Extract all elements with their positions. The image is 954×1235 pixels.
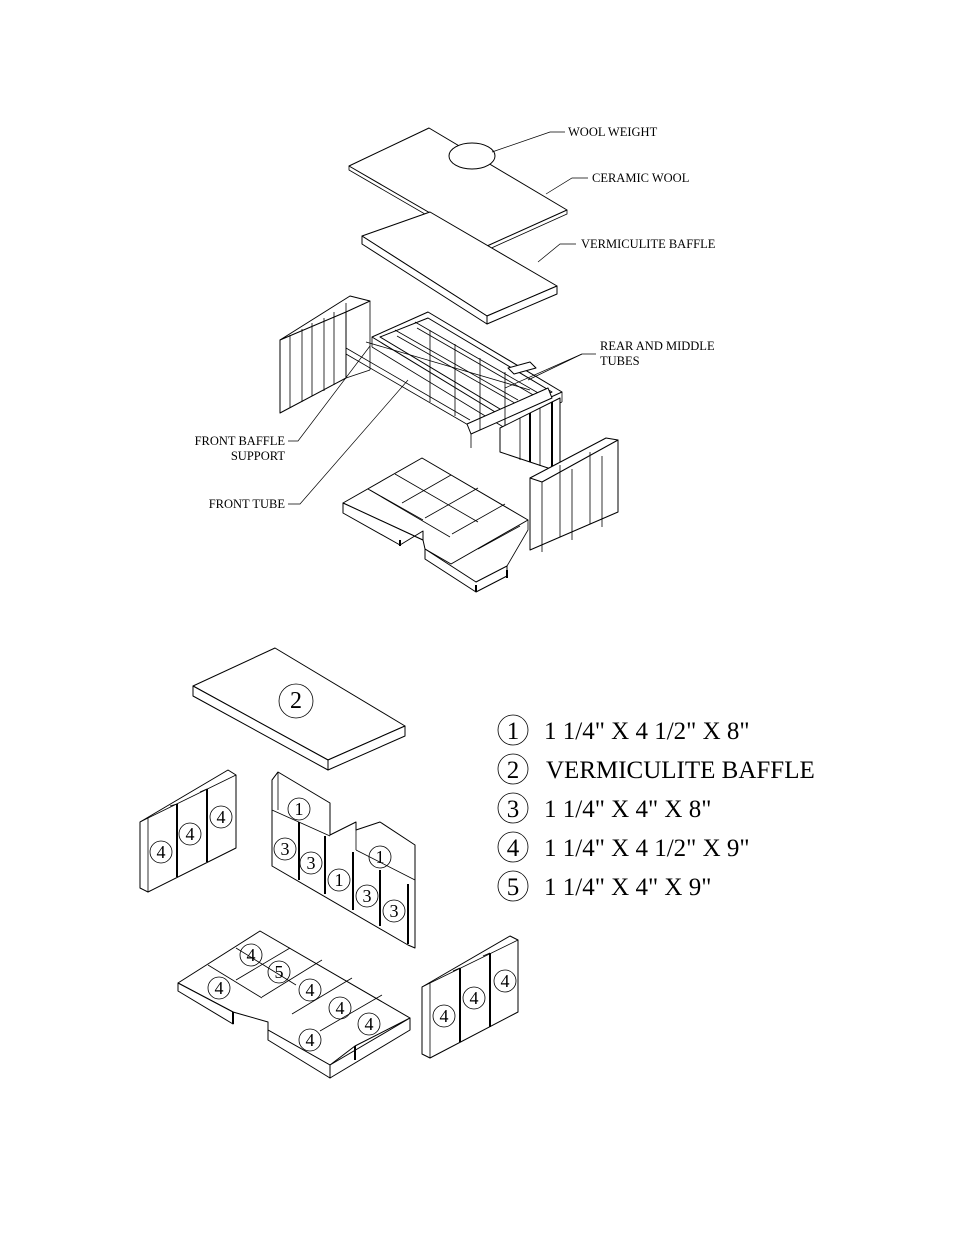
leader-lines [288,131,596,505]
callout-front-baffle-support-line1: FRONT BAFFLE [195,434,286,448]
exploded-view: WOOL WEIGHT CERAMIC WOOL VERMICULITE BAF… [195,125,716,593]
baffle-tag: 2 [290,688,302,714]
baffle-tube-frame [345,311,563,448]
callout-rear-middle-tubes-line2: TUBES [600,354,640,368]
legend-item: 2 VERMICULITE BAFFLE [497,753,815,785]
legend-item: 1 1 1/4" X 4 1/2" X 8" [497,714,750,746]
floor-bricks [342,457,529,593]
right-side-wall [529,437,619,552]
floor-tag-3: 4 [215,978,224,998]
legend-item: 3 1 1/4" X 4" X 8" [497,792,711,824]
parts-breakdown: 2 4 4 4 [139,647,519,1079]
left-wall-bricks: 4 4 4 [139,769,237,893]
svg-text:1 1/4" X 4 1/2" X 8": 1 1/4" X 4 1/2" X 8" [544,718,750,745]
svg-text:1: 1 [507,718,520,745]
floor-tag-1: 4 [247,945,256,965]
back-wall-tag-5: 1 [335,870,344,890]
callout-wool-weight: WOOL WEIGHT [568,125,658,139]
parts-legend: 1 1 1/4" X 4 1/2" X 8" 2 VERMICULITE BAF… [497,714,815,902]
baffle-tag-circle [278,683,314,719]
callout-front-baffle-support-line2: SUPPORT [231,449,285,463]
callout-rear-middle-tubes-line1: REAR AND MIDDLE [600,339,715,353]
svg-text:1 1/4" X 4 1/2" X 9": 1 1/4" X 4 1/2" X 9" [544,835,750,862]
back-wall-tag-6: 3 [363,886,372,906]
wool-weight-disc [448,142,496,170]
svg-text:2: 2 [507,757,520,784]
svg-text:5: 5 [507,874,520,901]
callout-front-tube: FRONT TUBE [209,497,286,511]
right-wall-bricks: 4 4 4 [421,935,519,1059]
back-wall-tag-4: 1 [376,847,385,867]
right-wall-tag-3: 4 [501,971,510,991]
svg-text:4: 4 [507,835,520,862]
left-wall-tag-1: 4 [157,842,166,862]
back-wall [499,361,561,473]
baffle-part: 2 [192,647,406,771]
svg-text:VERMICULITE BAFFLE: VERMICULITE BAFFLE [546,757,815,784]
floor-tag-4: 4 [306,980,315,1000]
back-wall-bricks: 1 3 3 1 1 3 3 [271,771,416,949]
floor-tag-6: 4 [365,1014,374,1034]
svg-text:3: 3 [507,796,520,823]
right-wall-tag-1: 4 [440,1006,449,1026]
back-wall-tag-1: 1 [295,799,304,819]
right-wall-tag-2: 4 [470,988,479,1008]
svg-text:1 1/4" X 4" X 8": 1 1/4" X 4" X 8" [544,796,711,823]
floor-bricks-breakdown: 4 5 4 4 4 4 4 [177,930,411,1079]
back-wall-tag-3: 3 [307,853,316,873]
callout-ceramic-wool: CERAMIC WOOL [592,171,689,185]
vermiculite-baffle-board [361,211,558,325]
floor-tag-2: 5 [275,962,284,982]
callout-vermiculite-baffle: VERMICULITE BAFFLE [581,237,716,251]
back-wall-tag-2: 3 [281,839,290,859]
legend-item: 4 1 1/4" X 4 1/2" X 9" [497,831,750,863]
svg-text:1 1/4" X 4" X 9": 1 1/4" X 4" X 9" [544,874,711,901]
left-side-wall [279,295,371,414]
left-wall-tag-3: 4 [217,807,226,827]
floor-tag-7: 4 [306,1030,315,1050]
back-wall-tag-7: 3 [390,901,399,921]
legend-item: 5 1 1/4" X 4" X 9" [497,870,711,902]
left-wall-tag-2: 4 [186,824,195,844]
floor-tag-5: 4 [336,998,345,1018]
